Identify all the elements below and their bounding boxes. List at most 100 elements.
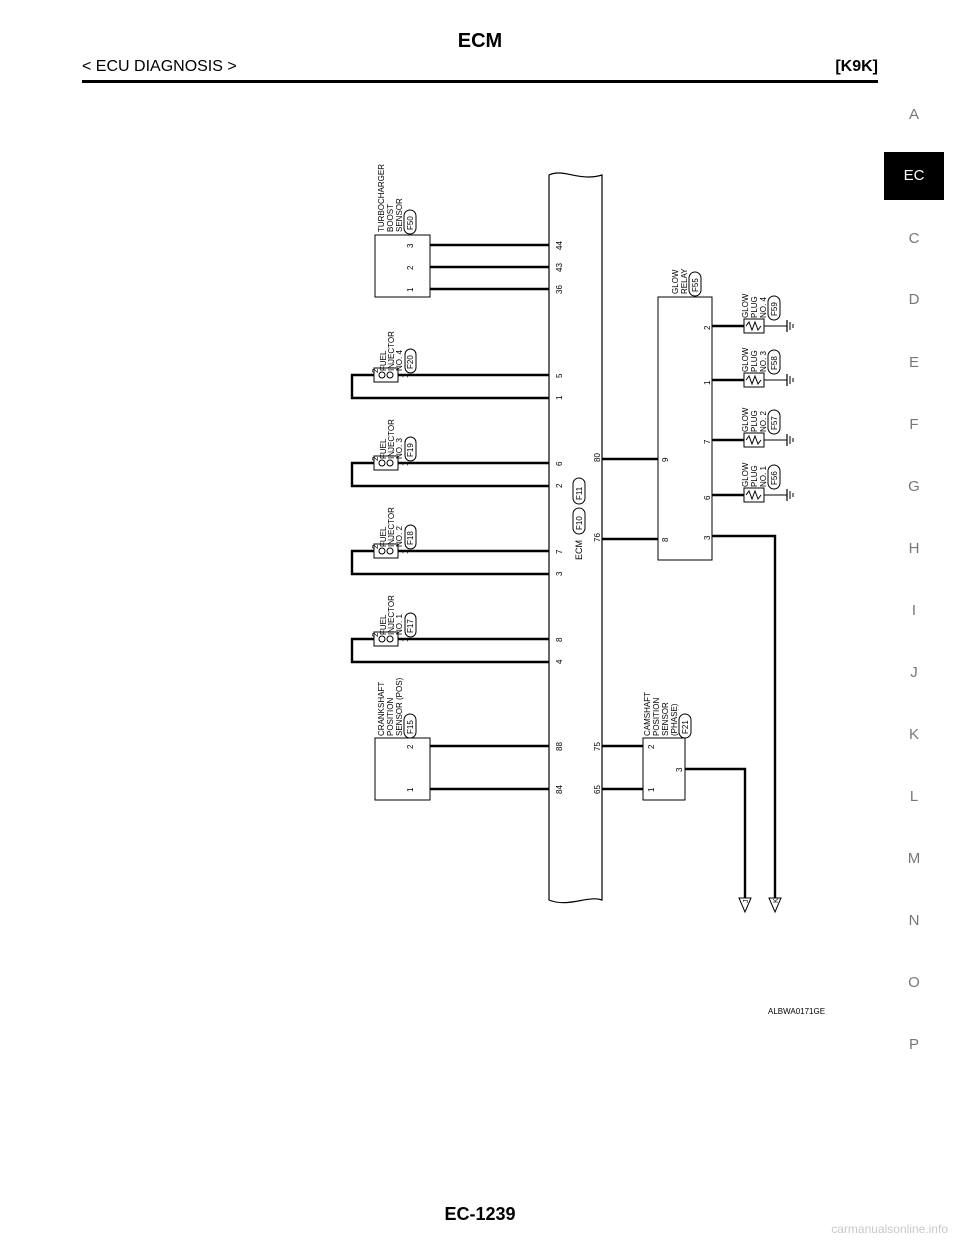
offpage-j-icon: [738, 897, 752, 914]
ecm-pin-1: 1: [555, 395, 564, 400]
sidebar-item-m[interactable]: M: [907, 850, 921, 867]
inj1-pin-1: 1: [401, 637, 410, 642]
inj3-label-1: FUEL: [379, 438, 388, 459]
ecm-block: [548, 172, 603, 904]
plug1-ground-icon: [781, 488, 794, 502]
ecm-pin-88: 88: [555, 742, 564, 751]
ecm-pin-76: 76: [593, 533, 602, 542]
inj1-wire-loop: [350, 637, 549, 664]
sidebar-item-e[interactable]: E: [908, 354, 919, 371]
inj2-wire-loop: [350, 549, 549, 576]
sidebar-item-i[interactable]: I: [911, 602, 917, 619]
inj3-label-3: NO. 3: [395, 438, 404, 459]
plug2-ground-icon: [781, 433, 794, 447]
plug4-ground-icon: [781, 319, 794, 333]
inj4-label-2: INJECTOR: [387, 331, 396, 371]
plug3-heater-symbol: [743, 372, 765, 388]
cam-wire-3: [685, 767, 747, 898]
plug1-label-3: NO. 1: [759, 466, 768, 487]
ecm-pin-6: 6: [555, 461, 564, 466]
inj4-pin-1: 1: [401, 373, 410, 378]
sidebar-item-j[interactable]: J: [910, 664, 918, 681]
ecm-pin-75: 75: [593, 742, 602, 751]
sidebar-item-k[interactable]: K: [908, 726, 919, 743]
relay-connector: F55: [691, 278, 700, 292]
cam-connector: F21: [681, 720, 690, 734]
inj1-pin-2: 2: [371, 632, 380, 637]
plug4-label-1: GLOW: [741, 293, 750, 318]
inj1-label-3: NO. 1: [395, 614, 404, 635]
cam-label-3: SENSOR: [661, 702, 670, 736]
ecm-pin-80: 80: [593, 453, 602, 462]
inj3-connector: F19: [406, 443, 415, 457]
turbo-pin-3: 3: [406, 243, 415, 248]
crank-pin-2: 2: [406, 744, 415, 749]
section-label: < ECU DIAGNOSIS >: [82, 58, 237, 75]
plug3-label-2: PLUG: [750, 350, 759, 372]
sidebar-item-h[interactable]: H: [908, 540, 920, 557]
crank-label-3: SENSOR (POS): [395, 677, 404, 736]
crank-pin-1: 1: [406, 787, 415, 792]
ecm-pin-8: 8: [555, 637, 564, 642]
sidebar-item-f[interactable]: F: [909, 416, 919, 433]
ecm-connector-f10: F10: [575, 516, 584, 530]
inj3-wire-loop: [350, 461, 549, 488]
sidebar-item-o[interactable]: O: [908, 974, 920, 991]
cam-sensor-box: [642, 737, 686, 801]
sidebar-item-g[interactable]: G: [908, 478, 920, 495]
plug4-heater-symbol: [743, 318, 765, 334]
plug4-connector: F59: [770, 302, 779, 316]
inj4-connector: F20: [406, 355, 415, 369]
crank-sensor-box: [374, 737, 431, 801]
plug2-connector: F57: [770, 416, 779, 430]
plug3-label-3: NO. 3: [759, 351, 768, 372]
inj2-label-1: FUEL: [379, 526, 388, 547]
cam-label-4: (PHASE): [670, 703, 679, 736]
relay-label-1: GLOW: [671, 269, 680, 294]
inj4-label-1: FUEL: [379, 350, 388, 371]
relay-pin-1: 1: [703, 380, 712, 385]
sidebar-item-a[interactable]: A: [908, 106, 919, 123]
plug3-label-1: GLOW: [741, 347, 750, 372]
relay-pin-2: 2: [703, 325, 712, 330]
turbo-label-2: BOOST: [386, 204, 395, 232]
plug3-connector: F58: [770, 356, 779, 370]
ecm-connector-f10-tag: [572, 507, 586, 535]
sidebar-item-l[interactable]: L: [909, 788, 919, 805]
cam-pin-3: 3: [675, 767, 684, 772]
header-rule: [82, 80, 878, 83]
sidebar-item-ec[interactable]: EC: [884, 152, 944, 200]
sidebar-item-d[interactable]: D: [908, 291, 920, 308]
turbo-label-3: SENSOR: [395, 198, 404, 232]
relay-label-2: RELAY: [680, 268, 689, 294]
plug4-label-2: PLUG: [750, 296, 759, 318]
inj2-pin-2: 2: [371, 544, 380, 549]
relay-pin-8: 8: [661, 537, 670, 542]
ecm-pin-4: 4: [555, 659, 564, 664]
page-number: EC-1239: [444, 1204, 516, 1224]
figure-id: ALBWA0171GE: [768, 1007, 825, 1016]
sidebar-item-c[interactable]: C: [908, 230, 920, 247]
crank-connector: F15: [406, 720, 415, 734]
cam-label-2: POSITION: [652, 698, 661, 736]
plug1-connector: F56: [770, 471, 779, 485]
inj1-label-1: FUEL: [379, 614, 388, 635]
turbo-connector: F50: [406, 216, 415, 230]
ecm-pin-7: 7: [555, 549, 564, 554]
turbo-pin-2: 2: [406, 265, 415, 270]
ecm-pin-3: 3: [555, 571, 564, 576]
inj4-wire-loop: [350, 373, 549, 400]
sidebar-item-n[interactable]: N: [908, 912, 920, 929]
inj2-label-3: NO. 2: [395, 526, 404, 547]
cam-pin-2: 2: [647, 744, 656, 749]
relay-pin-7: 7: [703, 439, 712, 444]
ecm-pin-84: 84: [555, 785, 564, 794]
ecm-pin-36: 36: [555, 285, 564, 294]
engine-code: [K9K]: [835, 58, 878, 75]
relay-pin-9: 9: [661, 457, 670, 462]
ecm-label-group: ECM F10 F11: [572, 477, 586, 560]
inj4-pin-2: 2: [371, 368, 380, 373]
cam-pin-1: 1: [647, 787, 656, 792]
sidebar-item-p[interactable]: P: [908, 1036, 919, 1053]
